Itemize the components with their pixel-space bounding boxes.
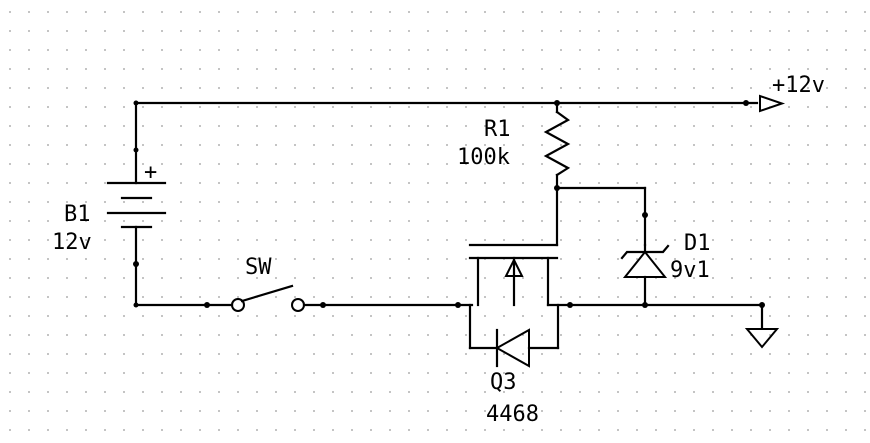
gate-net bbox=[555, 186, 647, 247]
junction-dots bbox=[133, 100, 765, 308]
supply-arrow-symbol bbox=[759, 94, 786, 113]
zener-symbol bbox=[620, 243, 670, 307]
mosfet-symbol bbox=[468, 243, 764, 368]
switch-ref-label: SW bbox=[245, 255, 272, 280]
resistor-ref-label: R1 bbox=[484, 117, 511, 142]
resistor-value-label: 100k bbox=[457, 145, 510, 170]
battery-value-label: 12v bbox=[52, 230, 92, 255]
dot-grid bbox=[9, 11, 866, 431]
supply-net-label: +12v bbox=[772, 73, 825, 98]
mosfet-ref-label: Q3 bbox=[490, 370, 517, 395]
ground-symbol bbox=[744, 303, 780, 349]
resistor-symbol bbox=[543, 101, 571, 190]
supply-rail bbox=[134, 101, 759, 185]
mosfet-value-label: 4468 bbox=[486, 402, 539, 427]
switch-symbol bbox=[134, 284, 474, 312]
battery-symbol bbox=[106, 181, 167, 307]
battery-polarity-mark: + bbox=[144, 160, 157, 185]
zener-ref-label: D1 bbox=[684, 231, 711, 256]
zener-value-label: 9v1 bbox=[670, 258, 710, 283]
battery-ref-label: B1 bbox=[64, 202, 91, 227]
